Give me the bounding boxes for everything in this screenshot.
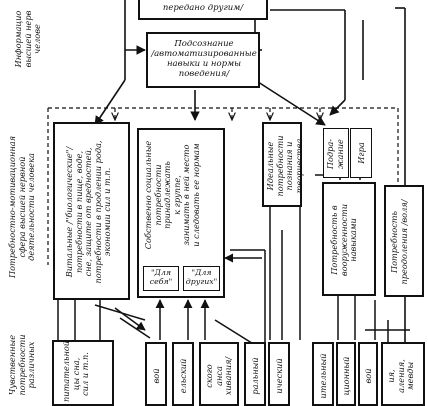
bottom-item-10: ия, аления, мевды [381,342,425,406]
overcoming-needs-text: Потребность преодоления /воля/ [389,199,409,285]
play-text: Игра [356,142,366,164]
vital-needs-box: Витальные /"биологические"/ потребности … [53,122,130,300]
sensory-level-label: Чувственные потребности различных [7,334,36,396]
overcoming-needs-box: Потребность преодоления /воля/ [384,185,424,297]
ideal-needs-text: Идеальные потребности познания и творчес… [265,135,304,197]
bottom-item-7-text: ительный [318,353,328,399]
bottom-item-3-text: ельский [178,358,188,394]
subconscious-box: Подсознание /автоматизированные навыки и… [146,32,260,88]
armament-needs-text: Потребность в вооруженности навыками [329,203,359,277]
social-needs-box: Собственно социальные потребности принад… [137,128,225,298]
bottom-item-3: ельский [172,342,194,406]
bottom-item-9-text: вой [363,368,373,384]
bottom-item-2-text: вой [151,368,161,384]
subconscious-text: Подсознание /автоматизированные навыки и… [151,39,257,79]
bottom-item-4: ского анса хивания/ [199,342,239,406]
ideal-needs-box: Идеальные потребности познания и творчес… [262,122,304,207]
imitation-box: Подра- жание [323,128,349,178]
bottom-item-9: вой [358,342,378,406]
top-box-text: передано другим/ [162,3,244,13]
for-self-box: "Для себя" [143,266,179,291]
bottom-item-2: вой [145,342,167,406]
bottom-item-6-text: ический [274,358,284,394]
for-others-box: "Для других" [183,266,220,291]
top-box: передано другим/ [138,0,268,20]
for-others-text: "Для других" [185,268,218,286]
social-needs-text: Собственно социальные потребности принад… [143,140,201,250]
bottom-item-1: питательной цы сна, сил и т.п. [52,340,114,406]
bottom-item-5: ральный [244,342,266,406]
bottom-item-4-text: ского анса хивания/ [204,356,234,396]
motivational-level-label: Потребностно-мотивационная сфера высшей … [7,135,36,279]
armament-needs-box: Потребность в вооруженности навыками [322,182,376,296]
bottom-item-6: ический [268,342,290,406]
bottom-item-7: ительный [312,342,334,406]
information-level-label: Информацио высшей нерв челове [13,10,42,68]
bottom-item-1-text: питательной цы сна, сил и т.п. [61,340,91,402]
vital-needs-text: Витальные /"биологические"/ потребности … [64,140,113,284]
bottom-item-5-text: ральный [250,357,260,395]
for-self-text: "Для себя" [149,268,173,286]
imitation-text: Подра- жание [325,138,345,170]
play-box: Игра [350,128,372,178]
bottom-item-10-text: ия, аления, мевды [386,359,416,393]
bottom-item-8-text: ционный [341,356,351,396]
bottom-item-8: ционный [336,342,356,406]
